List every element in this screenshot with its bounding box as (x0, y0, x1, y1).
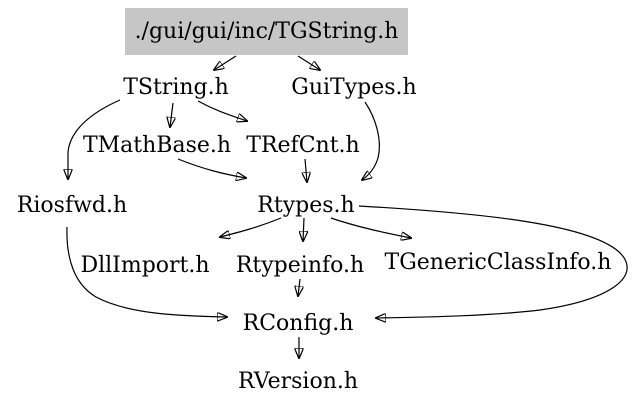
node-tgstring-root: ./gui/gui/inc/TGString.h (125, 8, 408, 55)
edge-tstring-to-tmathbase (170, 102, 173, 127)
edge-rtypes-to-tgenericclassinfo (330, 217, 411, 238)
edge-tstring-to-riosfwd (68, 99, 121, 179)
edge-rtypes-to-rtypeinfo (303, 217, 304, 241)
edge-tmathbase-to-rtypes (177, 158, 246, 178)
node-tgenericclassinfo-h[interactable]: TGenericClassInfo.h (384, 249, 612, 275)
node-dllimport-h[interactable]: DllImport.h (80, 252, 210, 278)
node-rconfig-h[interactable]: RConfig.h (242, 310, 354, 336)
node-riosfwd-h[interactable]: Riosfwd.h (16, 192, 128, 218)
root-node-label: ./gui/gui/inc/TGString.h (134, 19, 399, 44)
edge-tgstring-to-tstring (214, 55, 237, 70)
node-rtypes-h[interactable]: Rtypes.h (257, 192, 355, 218)
edge-rtypeinfo-to-rconfig (298, 278, 300, 296)
node-rtypeinfo-h[interactable]: Rtypeinfo.h (235, 252, 365, 278)
node-tstring-h[interactable]: TString.h (123, 74, 229, 100)
node-tmathbase-h[interactable]: TMathBase.h (82, 132, 232, 158)
edge-tstring-to-trefcnt (197, 100, 247, 121)
node-guitypes-h[interactable]: GuiTypes.h (291, 74, 417, 100)
edge-rtypes-to-rconfig-loop (358, 205, 628, 318)
edge-tgstring-to-guitypes (297, 55, 320, 70)
edge-guitypes-to-rtypes (362, 101, 380, 180)
node-trefcnt-h[interactable]: TRefCnt.h (246, 132, 360, 158)
node-rversion-h[interactable]: RVersion.h (237, 368, 359, 394)
edge-riosfwd-to-rconfig (66, 226, 227, 317)
edge-trefcnt-to-rtypes (305, 158, 307, 182)
edge-rtypes-to-dllimport (220, 217, 282, 237)
